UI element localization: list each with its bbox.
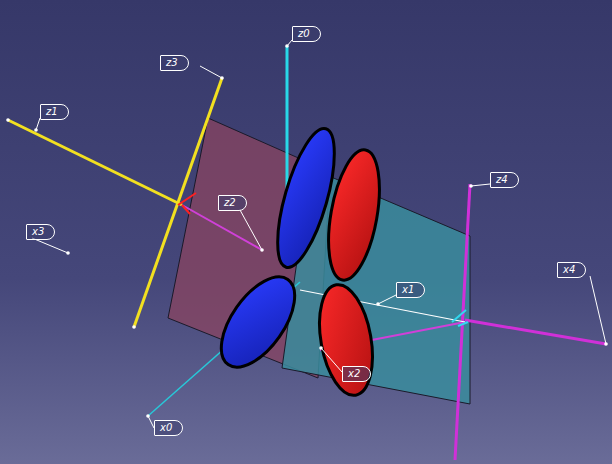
leader-dot (6, 44, 608, 418)
blue-lobe (207, 264, 309, 379)
axis-label: z0 (292, 26, 321, 42)
axis-line (134, 78, 222, 327)
axis-label: z3 (160, 55, 189, 71)
origin-symbol (452, 310, 468, 326)
axis-label: x2 (342, 366, 371, 382)
axis-line (465, 320, 606, 344)
axis-line (182, 205, 262, 250)
axis-label: x0 (154, 420, 183, 436)
blue-lobe (266, 123, 346, 273)
red-lobe (312, 281, 381, 400)
leader-line (32, 40, 606, 428)
axis-label: z4 (490, 172, 519, 188)
axis-label: x3 (26, 224, 55, 240)
axis-label: x1 (396, 282, 425, 298)
axis-label: z1 (40, 104, 69, 120)
axis-label: z2 (218, 195, 247, 211)
axis-line (8, 120, 182, 205)
origin-symbol (178, 193, 196, 214)
axis-label: x4 (557, 262, 586, 278)
